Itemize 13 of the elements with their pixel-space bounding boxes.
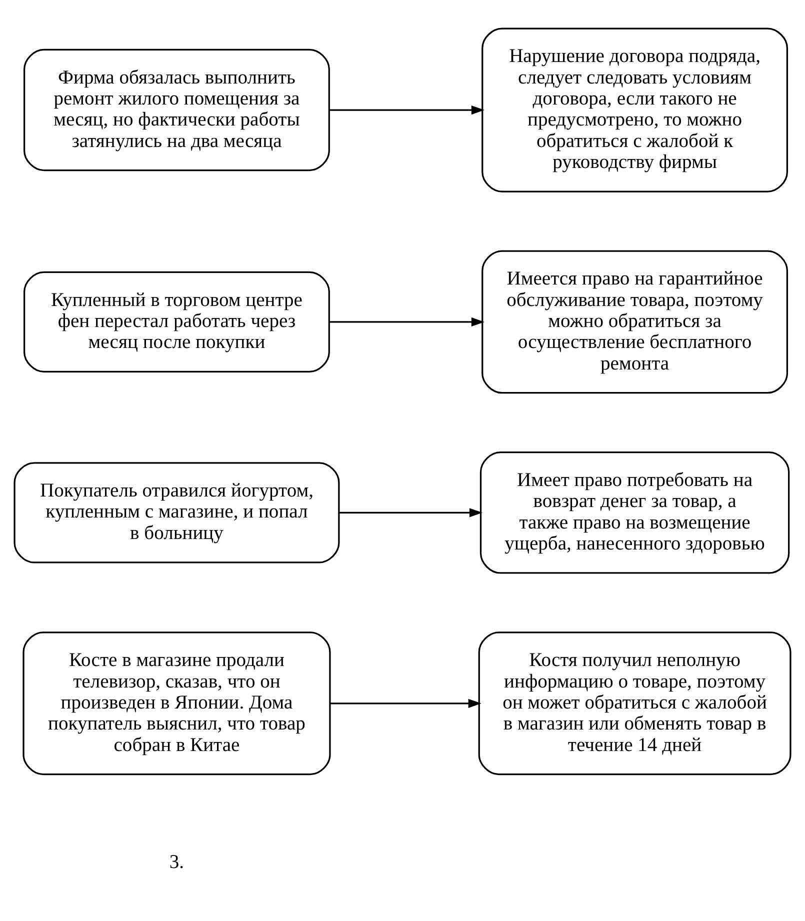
node-box: Имеется право на гарантийное обслуживание товара, поэтому можно обратиться за осуществление бесплатного ремонта [482,250,788,394]
arrow [339,508,482,518]
node-box: Купленный в торговом центре фен перестал работать через месяц после покупки [24,271,330,372]
arrow [329,105,484,115]
node-box: Нарушение договора подряда, следует следовать условиям договора, если такого не предусмотрено, то можно обратиться с жалобой к руководству фирмы [482,28,788,192]
node-box: Имеет право потребовать на вовзрат денег за товар, а также право на возмещение ущерба, нанесенного здоровью [480,452,790,574]
label: 3. [169,852,184,874]
arrow [329,317,484,327]
node-box: Покупатель отравился йогуртом, купленным с магазине, и попал в больницу [14,462,340,564]
node-box: Косте в магазине продали телевизор, сказав, что он произведен в Японии. Дома покупатель выяснил, что товар собран в Китае [22,632,331,776]
node-box: Фирма обязалась выполнить ремонт жилого помещения за месяц, но фактически работы затянулись на два месяца [24,48,330,172]
arrow [330,698,482,708]
node-box: Костя получил неполную информацию о товаре, поэтому он может обратиться с жалобой в магазин или обменять товар в течение 14 дней [478,632,792,776]
